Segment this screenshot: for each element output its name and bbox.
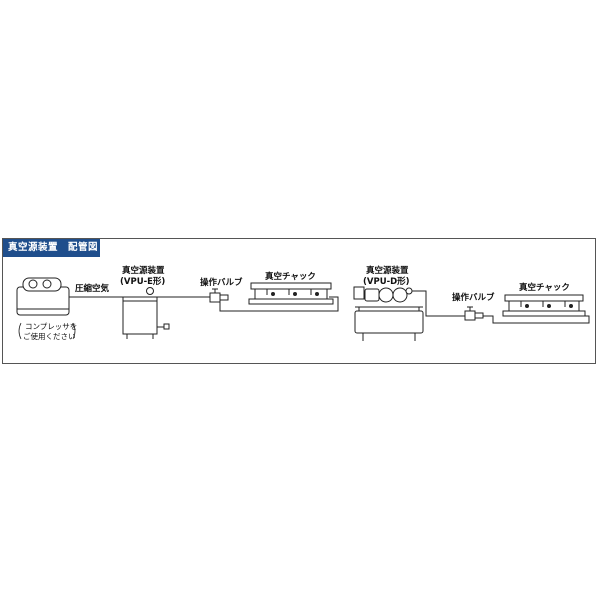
vacuum-unit-e-model: (VPU-E形) [120, 276, 165, 287]
compressed-air-label: 圧縮空気 [75, 283, 110, 294]
chuck-2-label: 真空チャック [519, 282, 570, 293]
vacuum-pipe-3 [412, 290, 465, 317]
valve-2-label: 操作バルブ [452, 292, 495, 303]
chuck-1-label: 真空チャック [265, 271, 316, 282]
valve-1-label: 操作バルブ [200, 277, 243, 288]
vacuum-chuck-2-icon [502, 294, 586, 317]
vacuum-unit-d-label: 真空源装置 [366, 265, 409, 276]
valve-2-icon [464, 306, 484, 321]
vacuum-pipe-2 [219, 296, 339, 312]
vacuum-unit-e-icon [122, 287, 170, 339]
vacuum-pipe-4 [483, 315, 590, 324]
compressor-note-line2: ご使用ください [23, 331, 76, 341]
diagram-title: 真空源装置 配管図 [3, 239, 100, 257]
compressor-icon [16, 277, 70, 316]
valve-1-icon [206, 288, 229, 303]
vacuum-unit-d-model: (VPU-D形) [363, 276, 410, 287]
piping-diagram-panel: 真空源装置 配管図 コンプレッサを ご使用ください 圧縮空気 真空源装置 (VP… [2, 238, 596, 364]
piping-diagram: コンプレッサを ご使用ください 圧縮空気 真空源装置 (VPU-E形) 操作バル… [16, 265, 590, 341]
vacuum-chuck-1-icon [248, 282, 334, 305]
vacuum-unit-e-label: 真空源装置 [122, 265, 165, 276]
compressor-note: コンプレッサを ご使用ください [18, 322, 77, 341]
compressor-note-line1: コンプレッサを [25, 322, 77, 331]
vacuum-unit-d-icon [353, 286, 424, 341]
